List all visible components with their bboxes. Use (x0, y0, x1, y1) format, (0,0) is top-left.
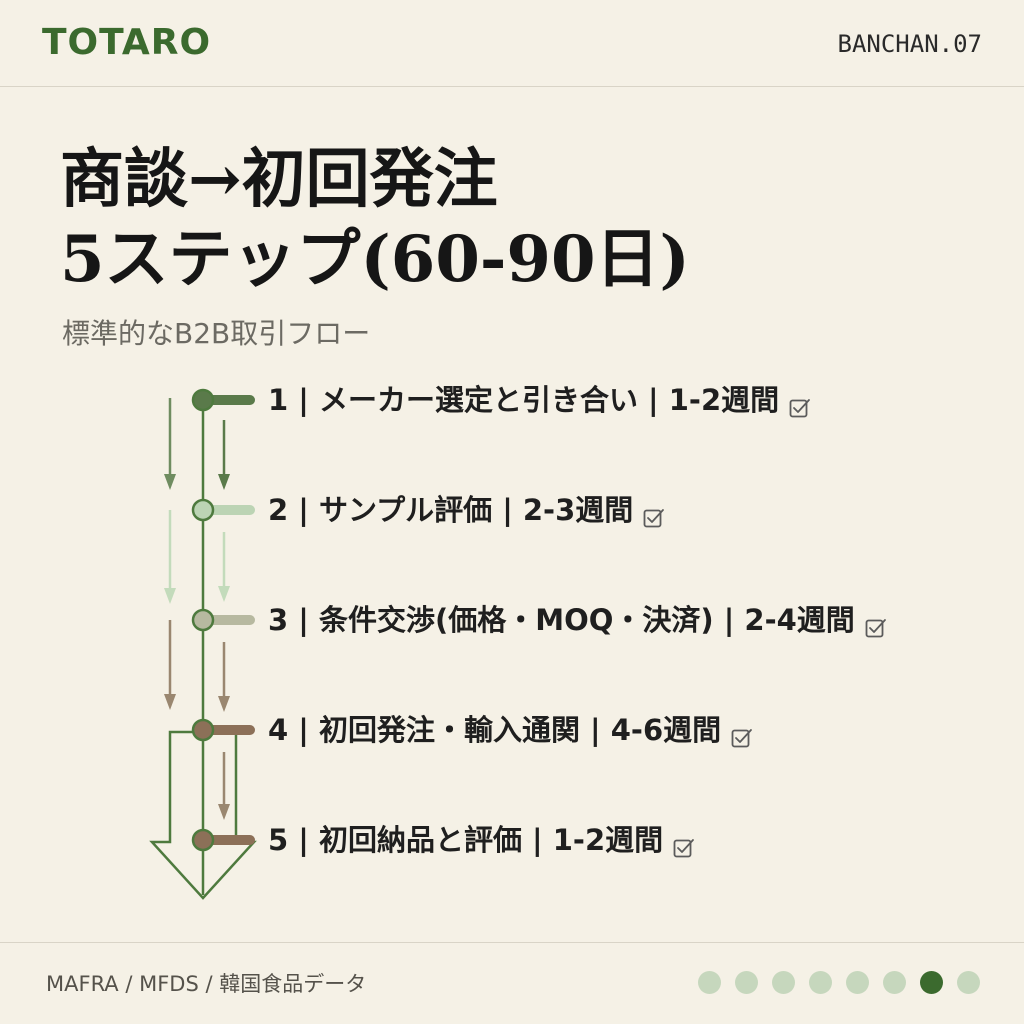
pagination-dots (698, 971, 980, 994)
step-item-5: 5 | 初回納品と評価 | 1-2週間 (268, 820, 695, 860)
center-arrow-2 (218, 532, 230, 602)
checkbox-checked-icon (673, 829, 695, 858)
pagination-dot[interactable] (735, 971, 758, 994)
step-item-2: 2 | サンプル評価 | 2-3週間 (268, 490, 665, 530)
checkbox-checked-icon (731, 719, 753, 748)
step-label: 3 | 条件交渉(価格・MOQ・決済) | 2-4週間 (268, 603, 855, 637)
left-arrow-3 (164, 620, 176, 710)
step-label: 5 | 初回納品と評価 | 1-2週間 (268, 823, 664, 857)
step-label: 2 | サンプル評価 | 2-3週間 (268, 493, 634, 527)
step-node (191, 388, 215, 412)
step-node (191, 718, 215, 742)
left-arrow-2 (164, 510, 176, 604)
pagination-dot[interactable] (957, 971, 980, 994)
center-arrow-4 (218, 752, 230, 820)
step-marker (191, 388, 255, 412)
step-item-1: 1 | メーカー選定と引き合い | 1-2週間 (268, 380, 811, 420)
step-node (191, 608, 215, 632)
pagination-dot[interactable] (809, 971, 832, 994)
left-arrow-1 (164, 398, 176, 490)
step-marker (191, 828, 255, 852)
pagination-dot[interactable] (698, 971, 721, 994)
checkbox-checked-icon (643, 499, 665, 528)
pagination-dot[interactable] (772, 971, 795, 994)
left-arrows (164, 398, 176, 710)
step-node (191, 828, 215, 852)
step-marker (191, 608, 255, 632)
step-markers (191, 388, 255, 852)
step-label: 1 | メーカー選定と引き合い | 1-2週間 (268, 383, 780, 417)
pagination-dot-active[interactable] (920, 971, 943, 994)
header-bar: TOTARO BANCHAN.07 (0, 0, 1024, 87)
step-item-4: 4 | 初回発注・輸入通関 | 4-6週間 (268, 710, 753, 750)
step-label: 4 | 初回発注・輸入通関 | 4-6週間 (268, 713, 722, 747)
center-arrow-1 (218, 420, 230, 490)
page-title-line-1: 商談→初回発注 (60, 142, 498, 217)
step-node (191, 498, 215, 522)
page-title: 商談→初回発注 5ステップ(60-90日) (60, 140, 690, 300)
page-subtitle: 標準的なB2B取引フロー (62, 317, 371, 350)
source-credit: MAFRA / MFDS / 韓国食品データ (46, 972, 367, 996)
step-item-3: 3 | 条件交渉(価格・MOQ・決済) | 2-4週間 (268, 600, 887, 640)
step-marker (191, 718, 255, 742)
checkbox-checked-icon (789, 389, 811, 418)
center-arrows (218, 420, 230, 820)
center-arrow-3 (218, 642, 230, 712)
step-marker (191, 498, 255, 522)
page-title-line-2: 5ステップ(60-90日) (60, 222, 690, 297)
pagination-dot[interactable] (883, 971, 906, 994)
checkbox-checked-icon (865, 609, 887, 638)
brand-logo: TOTARO (42, 22, 212, 63)
footer-divider (0, 942, 1024, 943)
pagination-dot[interactable] (846, 971, 869, 994)
large-down-arrow (149, 730, 257, 900)
series-code: BANCHAN.07 (837, 30, 983, 58)
